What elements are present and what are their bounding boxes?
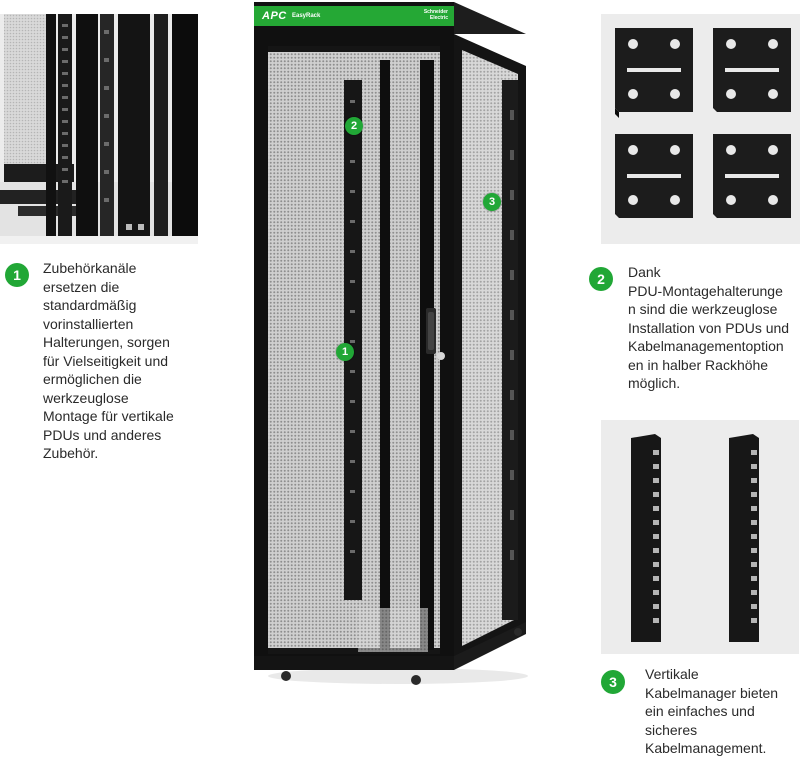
apc-logo: APC (262, 10, 287, 22)
rack-marker-1: 1 (336, 343, 354, 361)
callout-number: 2 (597, 271, 605, 287)
cable-managers-illustration (601, 420, 799, 654)
pdu-brackets-photo (601, 14, 800, 244)
schneider-electric-logo: Schneider Electric (423, 9, 448, 21)
cable-managers-photo (601, 420, 799, 654)
accessory-channel-illustration (0, 14, 198, 244)
callout-badge-1: 1 (5, 263, 29, 287)
callout-text-cable-managers: Vertikale Kabelmanager bieten ein einfac… (645, 666, 779, 756)
callout-number: 3 (609, 674, 617, 690)
callout-number: 1 (13, 267, 21, 283)
callout-badge-3: 3 (601, 670, 625, 694)
rack-cabinet-photo: APC EasyRack Schneider Electric 2 1 3 (248, 0, 534, 688)
pdu-brackets-illustration (601, 14, 800, 244)
product-name: EasyRack (292, 13, 321, 19)
rack-marker-3: 3 (483, 193, 501, 211)
callout-text-accessory-channels: Zubehörkanäle ersetzen die standardmäßig… (43, 260, 174, 461)
rack-marker-2: 2 (345, 117, 363, 135)
accessory-channel-photo (0, 14, 198, 244)
rack-cabinet-illustration (254, 2, 528, 685)
callout-badge-2: 2 (589, 267, 613, 291)
callout-text-pdu-brackets: Dank PDU-Montagehalterunge n sind die we… (628, 264, 790, 391)
